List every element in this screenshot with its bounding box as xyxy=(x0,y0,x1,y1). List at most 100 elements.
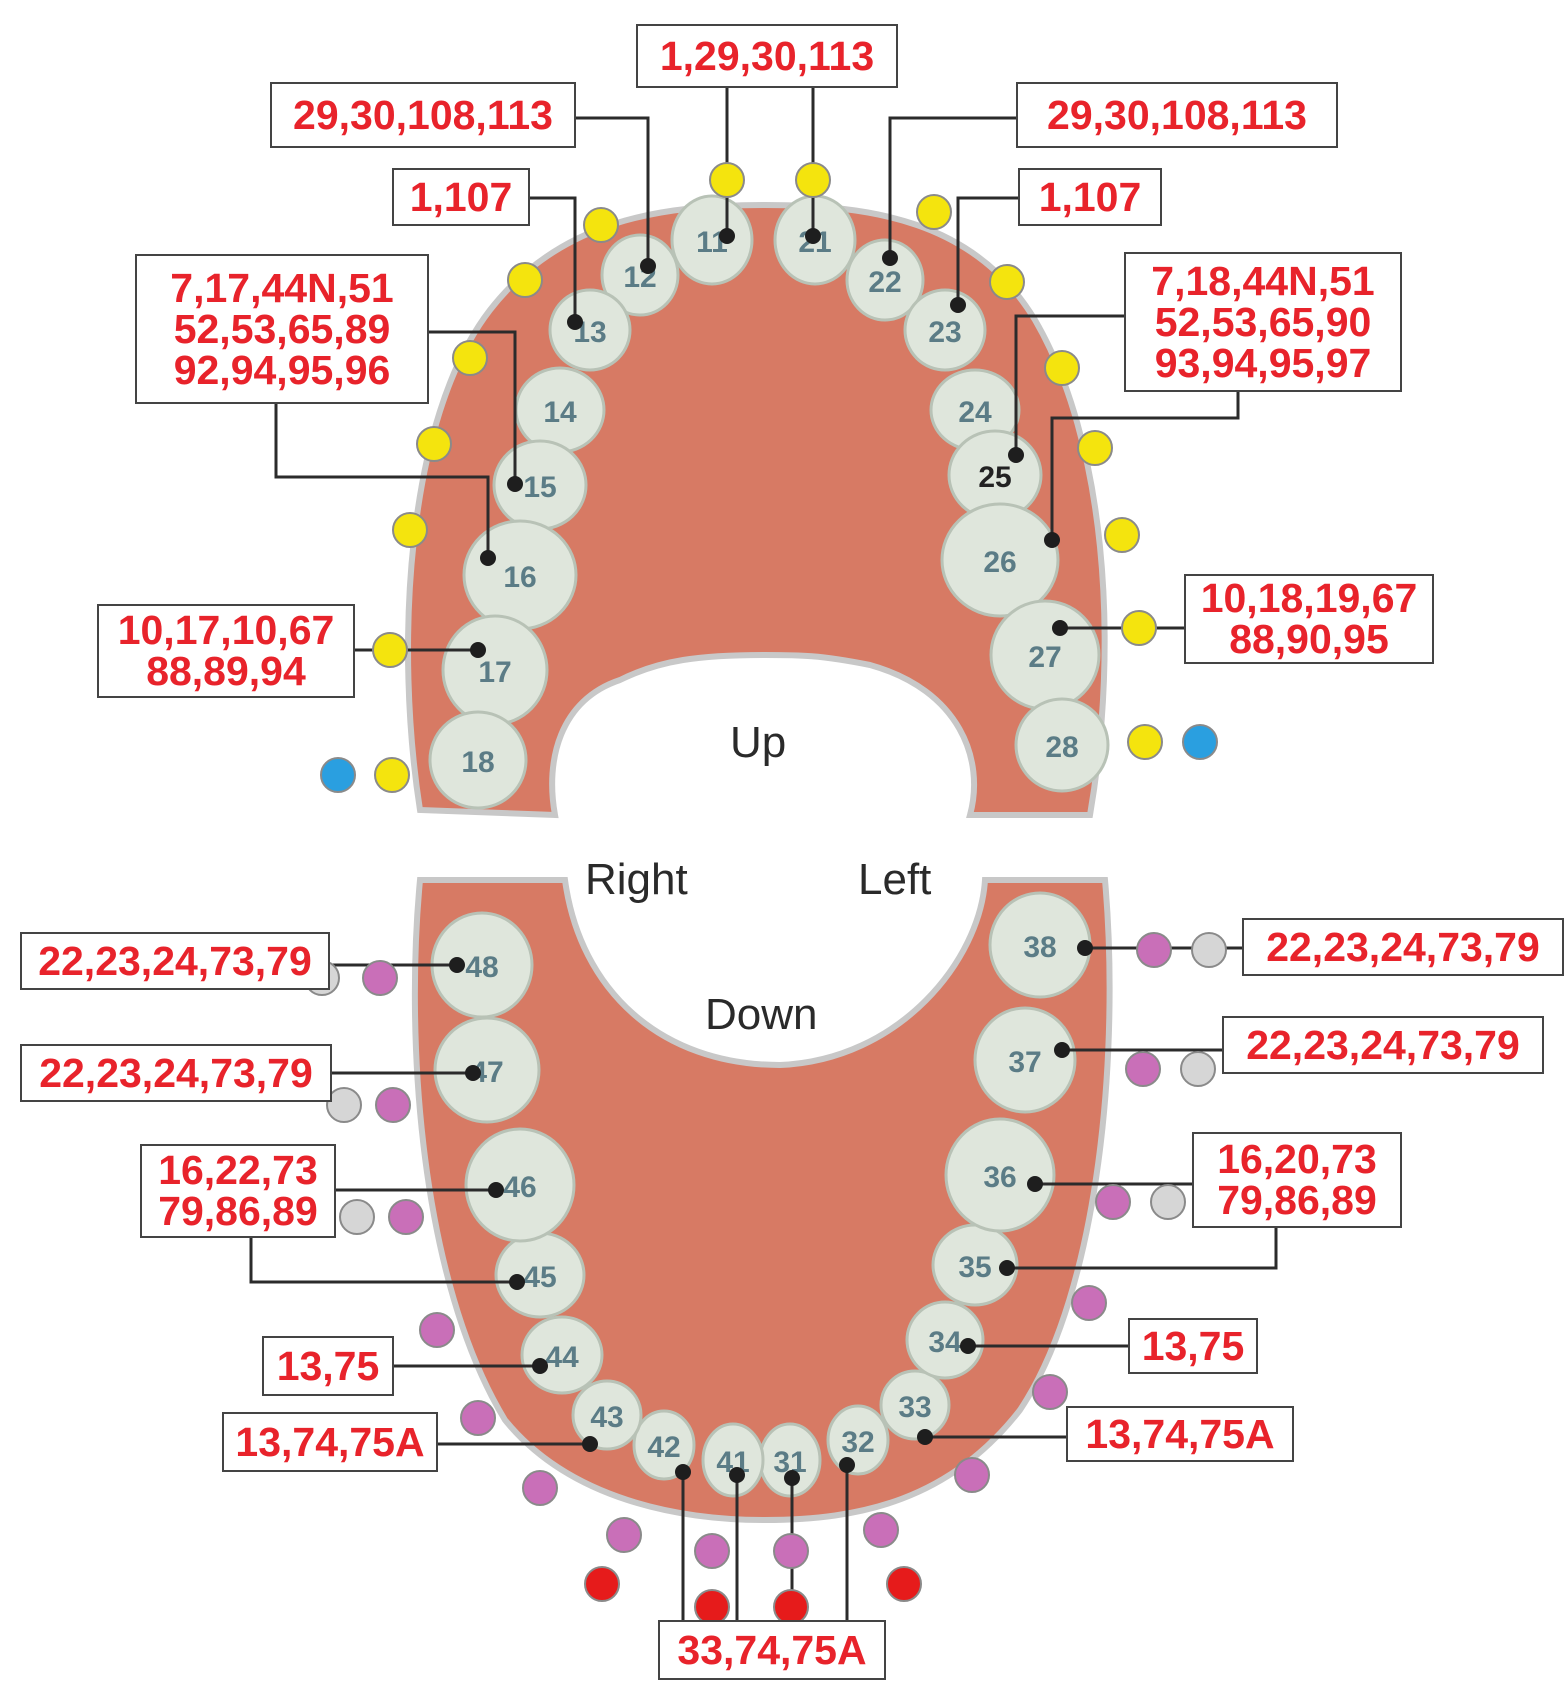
connector-dot-22 xyxy=(960,1338,976,1354)
purple-indicator-dot xyxy=(1126,1052,1160,1086)
purple-indicator-dot xyxy=(1137,933,1171,967)
connector-dot-20 xyxy=(999,1260,1015,1276)
tooth-number-28: 28 xyxy=(1045,731,1078,764)
connector-dot-1 xyxy=(719,228,735,244)
tooth-number-14: 14 xyxy=(543,396,577,429)
tooth-number-46: 46 xyxy=(503,1171,536,1204)
tooth-number-25: 25 xyxy=(978,461,1011,494)
label-tooth-47: 22,23,24,73,79 xyxy=(20,1044,332,1102)
grey-indicator-dot xyxy=(1192,933,1226,967)
connector-dot-14 xyxy=(1077,940,1093,956)
blue-indicator-dot xyxy=(1183,725,1217,759)
grey-indicator-dot xyxy=(340,1200,374,1234)
yellow-indicator-dot xyxy=(453,341,487,375)
connector-dot-9 xyxy=(480,550,496,566)
purple-indicator-dot xyxy=(864,1513,898,1547)
connector-dot-4 xyxy=(882,250,898,266)
connector-dot-27 xyxy=(784,1470,800,1486)
red-indicator-dot xyxy=(887,1567,921,1601)
yellow-indicator-dot xyxy=(584,208,618,242)
label-teeth-36-35: 16,20,73 79,86,89 xyxy=(1192,1132,1402,1228)
tooth-number-23: 23 xyxy=(928,316,961,349)
tooth-number-15: 15 xyxy=(523,471,556,504)
tooth-number-33: 33 xyxy=(898,1391,931,1424)
connector-dot-6 xyxy=(950,297,966,313)
connector-dot-11 xyxy=(470,642,486,658)
tooth-number-35: 35 xyxy=(958,1251,991,1284)
tooth-number-32: 32 xyxy=(841,1426,874,1459)
connector-dot-5 xyxy=(567,314,583,330)
purple-indicator-dot xyxy=(376,1088,410,1122)
tooth-number-17: 17 xyxy=(478,656,511,689)
connector-dot-16 xyxy=(1054,1042,1070,1058)
grey-indicator-dot xyxy=(1151,1185,1185,1219)
label-teeth-25-26: 7,18,44N,51 52,53,65,90 93,94,95,97 xyxy=(1124,252,1402,392)
tooth-number-18: 18 xyxy=(461,746,494,779)
label-tooth-37: 22,23,24,73,79 xyxy=(1222,1016,1544,1074)
connector-dot-12 xyxy=(1052,620,1068,636)
yellow-indicator-dot xyxy=(1078,431,1112,465)
label-tooth-23: 1,107 xyxy=(1018,168,1162,226)
red-indicator-dot xyxy=(695,1590,729,1624)
tooth-number-38: 38 xyxy=(1023,931,1056,964)
region-up-label: Up xyxy=(730,718,786,768)
yellow-indicator-dot xyxy=(373,633,407,667)
label-tooth-12: 29,30,108,113 xyxy=(270,82,576,148)
yellow-indicator-dot xyxy=(1128,725,1162,759)
connector-dot-8 xyxy=(1008,447,1024,463)
tooth-number-43: 43 xyxy=(590,1401,623,1434)
connector-dot-18 xyxy=(1027,1176,1043,1192)
purple-indicator-dot xyxy=(1033,1375,1067,1409)
grey-indicator-dot xyxy=(1181,1052,1215,1086)
purple-indicator-dot xyxy=(695,1534,729,1568)
purple-indicator-dot xyxy=(363,961,397,995)
connector-dot-26 xyxy=(729,1467,745,1483)
purple-indicator-dot xyxy=(1072,1286,1106,1320)
purple-indicator-dot xyxy=(389,1200,423,1234)
yellow-indicator-dot xyxy=(375,758,409,792)
connector-dot-2 xyxy=(805,228,821,244)
label-tooth-33: 13,74,75A xyxy=(1066,1406,1294,1462)
connector-dot-23 xyxy=(582,1436,598,1452)
tooth-number-24: 24 xyxy=(958,396,992,429)
connector-dot-24 xyxy=(917,1429,933,1445)
blue-indicator-dot xyxy=(321,758,355,792)
tooth-number-36: 36 xyxy=(983,1161,1016,1194)
region-right-label: Right xyxy=(585,855,688,905)
yellow-indicator-dot xyxy=(710,163,744,197)
purple-indicator-dot xyxy=(461,1401,495,1435)
red-indicator-dot xyxy=(585,1567,619,1601)
tooth-number-16: 16 xyxy=(503,561,536,594)
label-tooth-13: 1,107 xyxy=(392,168,530,226)
tooth-number-22: 22 xyxy=(868,266,901,299)
tooth-number-45: 45 xyxy=(523,1261,556,1294)
label-teeth-15-16: 7,17,44N,51 52,53,65,89 92,94,95,96 xyxy=(135,254,429,404)
connector-dot-13 xyxy=(449,957,465,973)
connector-dot-10 xyxy=(1044,532,1060,548)
purple-indicator-dot xyxy=(420,1313,454,1347)
purple-indicator-dot xyxy=(1096,1185,1130,1219)
region-left-label: Left xyxy=(858,855,931,905)
tooth-number-26: 26 xyxy=(983,546,1016,579)
yellow-indicator-dot xyxy=(417,427,451,461)
label-tooth-17: 10,17,10,67 88,89,94 xyxy=(97,604,355,698)
label-tooth-22: 29,30,108,113 xyxy=(1016,82,1338,148)
tooth-number-27: 27 xyxy=(1028,641,1061,674)
connector-dot-28 xyxy=(839,1457,855,1473)
connector-dot-19 xyxy=(509,1274,525,1290)
label-teeth-42-31: 33,74,75A xyxy=(658,1620,886,1680)
label-teeth-11-21: 1,29,30,113 xyxy=(636,24,898,88)
red-indicator-dot xyxy=(774,1590,808,1624)
tooth-number-37: 37 xyxy=(1008,1046,1041,1079)
purple-indicator-dot xyxy=(955,1458,989,1492)
yellow-indicator-dot xyxy=(393,513,427,547)
yellow-indicator-dot xyxy=(1122,611,1156,645)
label-tooth-48: 22,23,24,73,79 xyxy=(20,932,330,990)
purple-indicator-dot xyxy=(774,1534,808,1568)
connector-dot-17 xyxy=(488,1182,504,1198)
grey-indicator-dot xyxy=(327,1088,361,1122)
yellow-indicator-dot xyxy=(796,163,830,197)
yellow-indicator-dot xyxy=(1045,351,1079,385)
connector-dot-3 xyxy=(640,258,656,274)
tooth-number-44: 44 xyxy=(545,1341,579,1374)
